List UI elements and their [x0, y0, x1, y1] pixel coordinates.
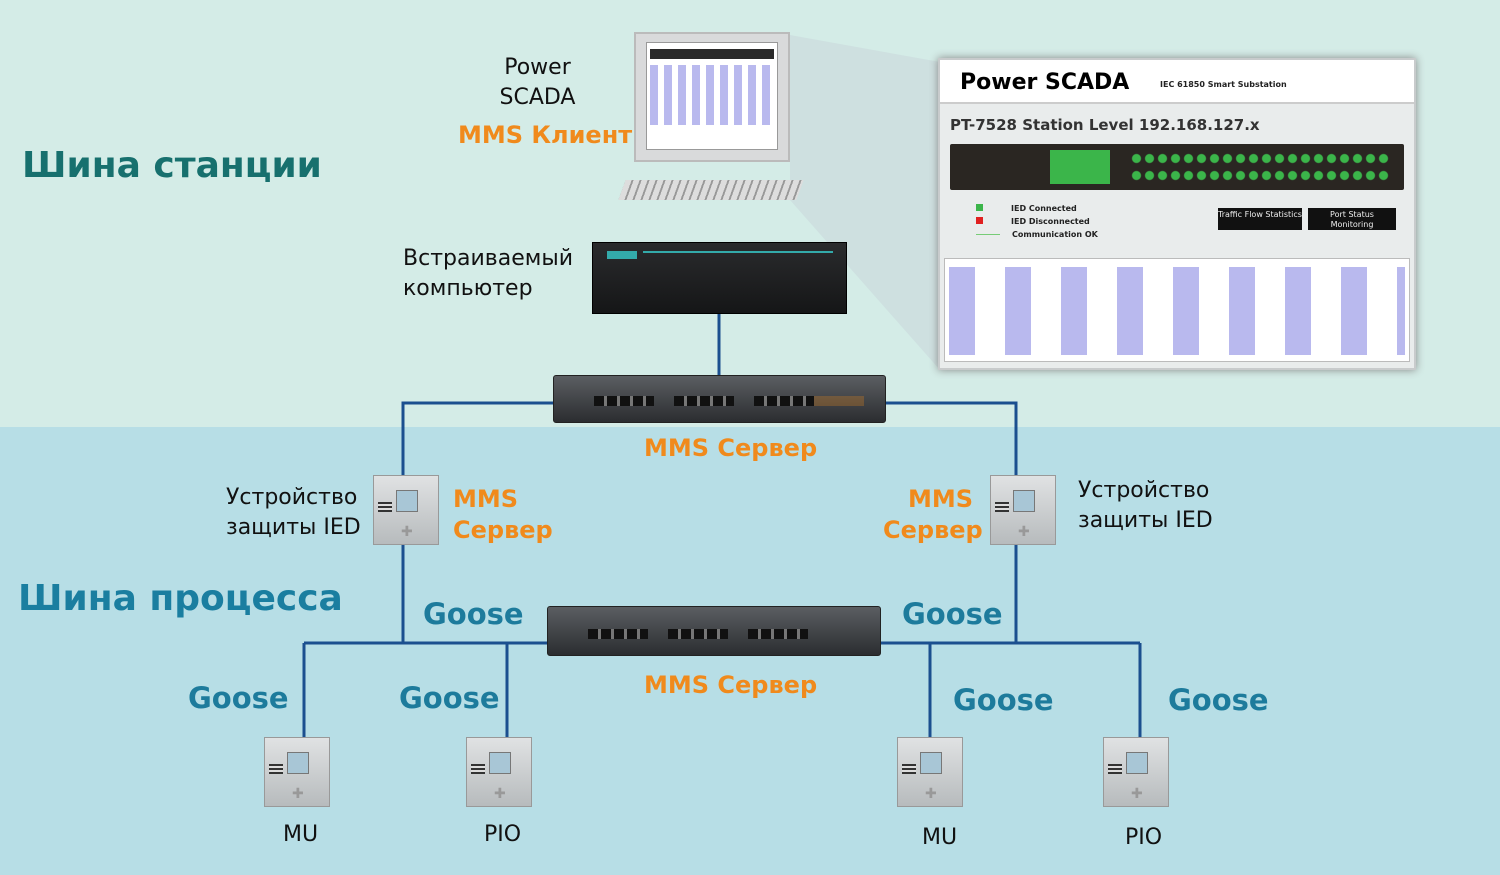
- scada-label-line2: SCADA: [499, 85, 576, 110]
- goose-label: Goose: [953, 683, 1054, 717]
- station-switch-icon: [553, 375, 886, 423]
- ied-left-role2: Сервер: [453, 516, 553, 544]
- traffic-flow-button[interactable]: Traffic Flow Statistics: [1218, 208, 1302, 230]
- computer-label-line1: Встраиваемый: [403, 246, 573, 271]
- mu-right-icon: ✚: [897, 737, 963, 807]
- ied-left-role: MMS Сервер: [453, 484, 553, 546]
- legend: IED Connected IED Disconnected Communica…: [976, 204, 1098, 239]
- legend-comm-ok: Communication OK: [1012, 230, 1098, 239]
- goose-label: Goose: [902, 597, 1003, 631]
- station-bus-title: Шина станции: [22, 145, 322, 186]
- process-bus-title: Шина процесса: [18, 578, 343, 619]
- pio-left-icon: ✚: [466, 737, 532, 807]
- ied-right-line2: защиты IED: [1078, 508, 1213, 533]
- ied-left-icon: ✚: [373, 475, 439, 545]
- zoom-callout: [790, 35, 940, 370]
- mu-left-label: MU: [283, 822, 319, 847]
- link-switch-ied-right: [885, 401, 1018, 476]
- event-table: [944, 258, 1410, 362]
- embedded-computer-icon: [592, 242, 847, 314]
- ied-right-icon: ✚: [990, 475, 1056, 545]
- scada-label-line1: Power: [504, 55, 571, 80]
- pio-right-icon: ✚: [1103, 737, 1169, 807]
- keyboard-icon: [618, 180, 804, 200]
- scada-title: Power SCADA: [960, 70, 1130, 95]
- process-switch-icon: [547, 606, 881, 656]
- ied-right-role1: MMS: [907, 485, 973, 513]
- scada-label: Power SCADA: [490, 53, 585, 113]
- station-switch-role: MMS Сервер: [644, 434, 818, 462]
- ied-right-label: Устройство защиты IED: [1078, 476, 1213, 536]
- computer-label-line2: компьютер: [403, 276, 533, 301]
- process-switch-role: MMS Сервер: [644, 671, 818, 699]
- ied-left-label: Устройство защиты IED: [226, 483, 361, 543]
- monitor-icon: [634, 32, 790, 162]
- ied-right-role2: Сервер: [883, 516, 983, 544]
- pio-left-label: PIO: [484, 822, 522, 847]
- goose-label: Goose: [423, 597, 524, 631]
- pio-right-label: PIO: [1125, 825, 1163, 850]
- computer-label: Встраиваемый компьютер: [403, 244, 573, 304]
- scada-role: MMS Клиент: [458, 121, 633, 149]
- link-switch-ied-left: [401, 401, 555, 476]
- port-status-button[interactable]: Port Status Monitoring: [1308, 208, 1396, 230]
- goose-label: Goose: [188, 681, 289, 715]
- scada-screen: Power SCADA IEC 61850 Smart Substation P…: [938, 58, 1416, 370]
- ied-right-line1: Устройство: [1078, 478, 1210, 503]
- goose-label: Goose: [1168, 683, 1269, 717]
- legend-connected: IED Connected: [1011, 204, 1077, 213]
- goose-label: Goose: [399, 681, 500, 715]
- switch-panel: [950, 144, 1404, 190]
- ied-left-line1: Устройство: [226, 485, 358, 510]
- legend-disconnected: IED Disconnected: [1011, 217, 1090, 226]
- scada-subtitle: IEC 61850 Smart Substation: [1160, 80, 1287, 89]
- mu-left-icon: ✚: [264, 737, 330, 807]
- ied-right-role: MMS Сервер: [883, 484, 983, 546]
- ied-left-line2: защиты IED: [226, 515, 361, 540]
- mu-right-label: MU: [922, 825, 958, 850]
- ied-left-role1: MMS: [453, 485, 519, 513]
- station-title: PT-7528 Station Level 192.168.127.x: [950, 116, 1260, 134]
